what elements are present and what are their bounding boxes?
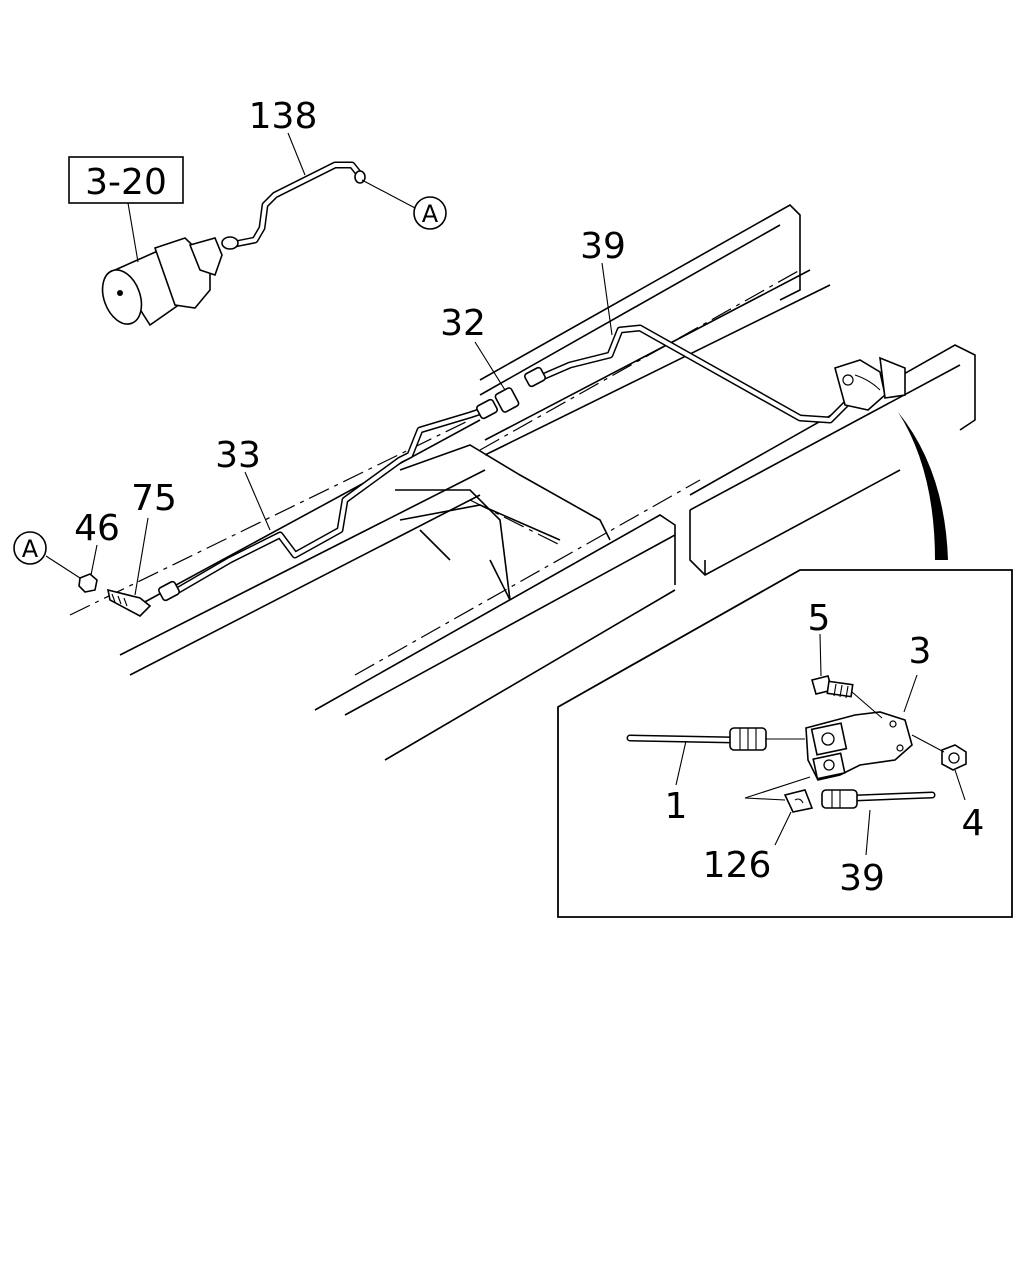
connector-a-lower-label: A (22, 535, 39, 563)
callout-39-top[interactable]: 39 (580, 226, 626, 267)
callout-33[interactable]: 33 (215, 435, 261, 476)
part-46 (78, 573, 98, 593)
callout-46[interactable]: 46 (74, 508, 120, 549)
reference-box[interactable]: 3-20 (68, 156, 184, 204)
callout-126[interactable]: 126 (703, 845, 772, 886)
connector-a-lower[interactable]: A (13, 531, 47, 565)
frame-rails (69, 204, 976, 761)
callout-39-inset[interactable]: 39 (839, 858, 885, 899)
callout-5[interactable]: 5 (808, 598, 831, 639)
leader-lines (90, 132, 613, 596)
detail-inset (557, 569, 1013, 918)
callout-1[interactable]: 1 (665, 786, 688, 827)
rail-bracket (834, 356, 906, 411)
part-75 (106, 588, 152, 617)
pipe-33 (158, 398, 498, 602)
pipe-138 (226, 161, 416, 249)
callout-75[interactable]: 75 (131, 478, 177, 519)
actuator-unit (101, 236, 239, 327)
connector-32 (494, 387, 520, 413)
callout-138[interactable]: 138 (249, 96, 318, 137)
callout-3[interactable]: 3 (909, 631, 932, 672)
connector-a-upper-label: A (422, 200, 439, 228)
connector-a-upper[interactable]: A (413, 196, 447, 230)
reference-box-label: 3-20 (85, 162, 167, 203)
pipe-39-top (524, 324, 854, 424)
callout-32[interactable]: 32 (440, 303, 486, 344)
callout-4[interactable]: 4 (962, 803, 985, 844)
detail-arrow (898, 412, 948, 560)
